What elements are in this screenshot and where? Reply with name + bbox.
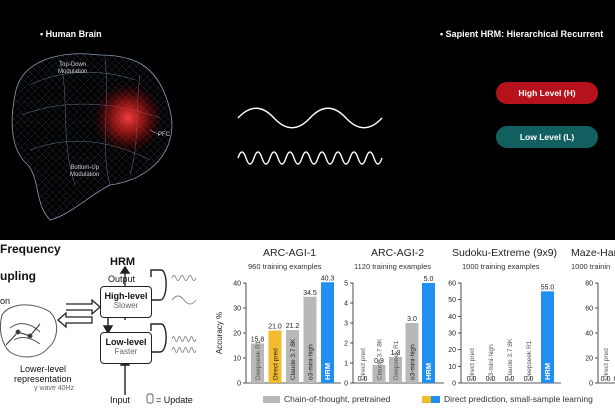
coupling-title: upling: [0, 269, 36, 283]
top-panel: • Human Brain Top-Down Modulation PFC Bo…: [0, 0, 615, 240]
human-brain-title: • Human Brain: [40, 29, 102, 39]
top-down-label: Top-Down Modulation: [58, 62, 88, 75]
legend-swatch-yellow: [422, 396, 431, 404]
chart3-subtitle: 1000 training examples: [462, 262, 540, 271]
pfc-label: PFC: [158, 132, 170, 138]
chart4-subtitle: 1000 trainin: [571, 262, 611, 271]
lower-rep-line1: Lower-level: [20, 364, 67, 374]
frequency-title: Frequency: [0, 242, 61, 256]
high-level-pill: High Level (H): [496, 82, 598, 104]
input-label: Input: [110, 395, 131, 405]
legend-swatch-blue: [431, 396, 440, 404]
frequency-waves: [237, 107, 383, 165]
bottom-up-label: Bottom-Up Modulation: [70, 165, 100, 178]
slower-label: Slower: [113, 301, 139, 310]
legend-direct-label: Direct prediction, small-sample learning: [444, 394, 593, 404]
legend-swatch-gray: [263, 396, 280, 404]
sapient-hrm-title: • Sapient HRM: Hierarchical Recurrent: [440, 29, 604, 39]
left-fragment-label: on: [0, 296, 11, 306]
chart2-title: ARC-AGI-2: [371, 247, 425, 259]
output-label: Output: [108, 274, 136, 284]
brain-wireframe: [11, 53, 173, 221]
high-level-box: High-level Slower: [100, 286, 152, 318]
low-level-box: Low-level Faster: [100, 332, 152, 364]
legend-cot-label: Chain-of-thought, pretrained: [284, 394, 391, 404]
small-brain-icon: [0, 304, 57, 358]
chart1-subtitle: 960 training examples: [248, 262, 322, 271]
brain-illustration: [11, 53, 383, 221]
lower-rep-line2: representation: [14, 374, 72, 384]
wave-glyphs: [146, 275, 197, 404]
double-arrow-icon: [57, 298, 101, 329]
update-label: = Update: [156, 395, 193, 405]
chart4-title: Maze-Har: [571, 247, 615, 259]
chart1-title: ARC-AGI-1: [263, 247, 317, 259]
chart3-title: Sudoku-Extreme (9x9): [452, 247, 558, 259]
pfc-glow: [92, 82, 164, 154]
legend-cot: Chain-of-thought, pretrained: [263, 394, 390, 404]
lower-rep-line3: γ wave 40Hz: [34, 385, 75, 392]
faster-label: Faster: [114, 347, 138, 356]
hrm-title: HRM: [110, 256, 136, 268]
low-level-pill: Low Level (L): [496, 126, 598, 148]
chart2-subtitle: 1120 training examples: [354, 262, 431, 271]
high-level-label: High-level: [104, 291, 148, 301]
low-level-label: Low-level: [105, 337, 147, 347]
legend-direct: Direct prediction, small-sample learning: [422, 394, 593, 404]
